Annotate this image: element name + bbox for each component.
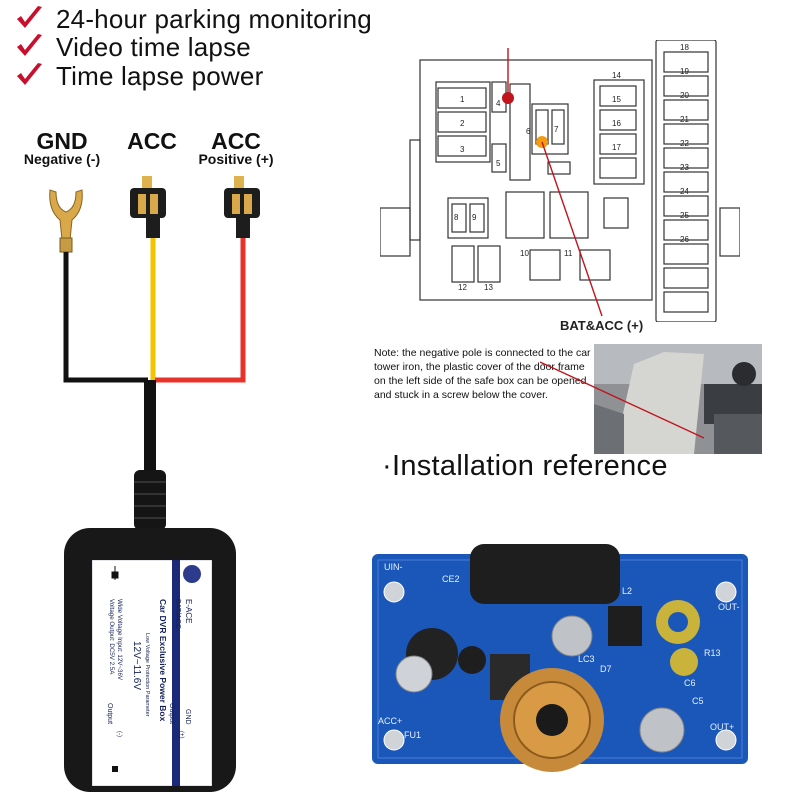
svg-text:24: 24 <box>680 187 689 196</box>
pcb-label: OUT+ <box>710 722 734 732</box>
box-gnd: GND <box>184 709 191 725</box>
svg-text:1: 1 <box>460 95 465 104</box>
pcb-label: OUT- <box>718 602 740 612</box>
svg-text:10: 10 <box>520 249 529 258</box>
svg-text:3: 3 <box>460 145 465 154</box>
fuse-box-diagram: 1 2 3 4 5 6 7 8 9 10 11 12 13 14 15 16 1… <box>380 40 740 322</box>
svg-text:9: 9 <box>472 213 477 222</box>
svg-text:22: 22 <box>680 139 689 148</box>
fork-terminal-icon <box>49 189 83 253</box>
pcb-label: C6 <box>684 678 696 688</box>
svg-text:26: 26 <box>680 235 689 244</box>
svg-text:14: 14 <box>612 71 621 80</box>
installation-heading: ·Installation reference <box>382 450 668 482</box>
feature-item-2: Video time lapse <box>14 32 251 62</box>
power-box-label: E-ACE BAT/ACC Car DVR Exclusive Power Bo… <box>92 560 212 786</box>
pcb-board: UIN- CE2 L2 OUT- ACC+ FU1 C5 C6 R13 OUT+… <box>372 544 748 772</box>
svg-text:20: 20 <box>680 91 689 100</box>
svg-text:21: 21 <box>680 115 689 124</box>
svg-text:13: 13 <box>484 283 493 292</box>
svg-text:23: 23 <box>680 163 689 172</box>
box-pos-sign: (+) <box>178 731 184 739</box>
svg-text:12: 12 <box>458 283 467 292</box>
feature-label: 24-hour parking monitoring <box>56 3 372 34</box>
box-output-positive: Output <box>168 703 175 724</box>
box-spec-input: Wide Voltage Input: 12V~36V <box>116 599 123 681</box>
arrow-icon <box>111 566 119 580</box>
brand-logo-icon <box>183 565 201 583</box>
fuse-numbers: 1 2 3 4 5 6 7 8 9 10 11 12 13 14 15 16 1… <box>454 43 689 292</box>
box-protection-value: 12V~11.6V <box>131 641 142 690</box>
pcb-label: R13 <box>704 648 721 658</box>
box-neg-sign: (-) <box>116 731 122 737</box>
installation-note: Note: the negative pole is connected to … <box>374 347 591 401</box>
pcb-label: L2 <box>622 586 632 596</box>
acc-title: ACC <box>127 128 177 154</box>
pcb-label: FU1 <box>404 730 421 740</box>
blade-fuse-icon <box>130 176 166 238</box>
svg-text:2: 2 <box>460 119 465 128</box>
gnd-subtitle: Negative (-) <box>23 151 101 167</box>
door-frame-photo <box>594 344 762 454</box>
pcb-label: LC3 <box>578 654 595 664</box>
pcb-label: C5 <box>692 696 704 706</box>
box-protection-label: Low Voltage Protection Parameter <box>144 633 150 717</box>
fuse-marker-red <box>502 92 514 104</box>
svg-text:11: 11 <box>564 249 573 258</box>
svg-text:8: 8 <box>454 213 459 222</box>
box-output-negative: Output <box>106 703 113 724</box>
pcb-label: CE2 <box>442 574 460 584</box>
pcb-label: D7 <box>600 664 612 674</box>
gnd-title: GND <box>36 128 88 154</box>
check-icon <box>17 63 42 85</box>
note-pointer-line <box>540 361 705 439</box>
check-icon <box>17 34 42 56</box>
pcb-label: UIN- <box>384 562 403 572</box>
wiring-harness <box>49 176 260 530</box>
feature-label: Time lapse power <box>56 60 264 91</box>
svg-text:19: 19 <box>680 67 689 76</box>
check-icon <box>17 6 42 28</box>
arrow-icon <box>112 766 118 772</box>
acc-positive-subtitle: Positive (+) <box>198 151 274 167</box>
svg-text:7: 7 <box>554 125 559 134</box>
blade-fuse-icon <box>224 176 260 238</box>
svg-text:17: 17 <box>612 143 621 152</box>
feature-label: Video time lapse <box>56 31 251 62</box>
box-title: Car DVR Exclusive Power Box <box>158 599 168 722</box>
svg-text:16: 16 <box>612 119 621 128</box>
svg-text:6: 6 <box>526 127 531 136</box>
box-bat-acc: BAT/ACC <box>174 599 181 629</box>
box-brand: E-ACE <box>184 599 193 623</box>
svg-text:4: 4 <box>496 99 501 108</box>
acc-positive-title: ACC <box>211 128 261 154</box>
bat-acc-label: BAT&ACC (+) <box>560 318 644 333</box>
pcb-label: ACC+ <box>378 716 402 726</box>
feature-item-3: Time lapse power <box>14 61 263 91</box>
svg-text:25: 25 <box>680 211 689 220</box>
strain-relief <box>134 470 166 530</box>
feature-item-1: 24-hour parking monitoring <box>14 4 372 34</box>
svg-text:15: 15 <box>612 95 621 104</box>
svg-text:18: 18 <box>680 43 689 52</box>
svg-text:5: 5 <box>496 159 501 168</box>
box-spec-output: Voltage Output: DC5V 2.5A <box>108 599 115 675</box>
